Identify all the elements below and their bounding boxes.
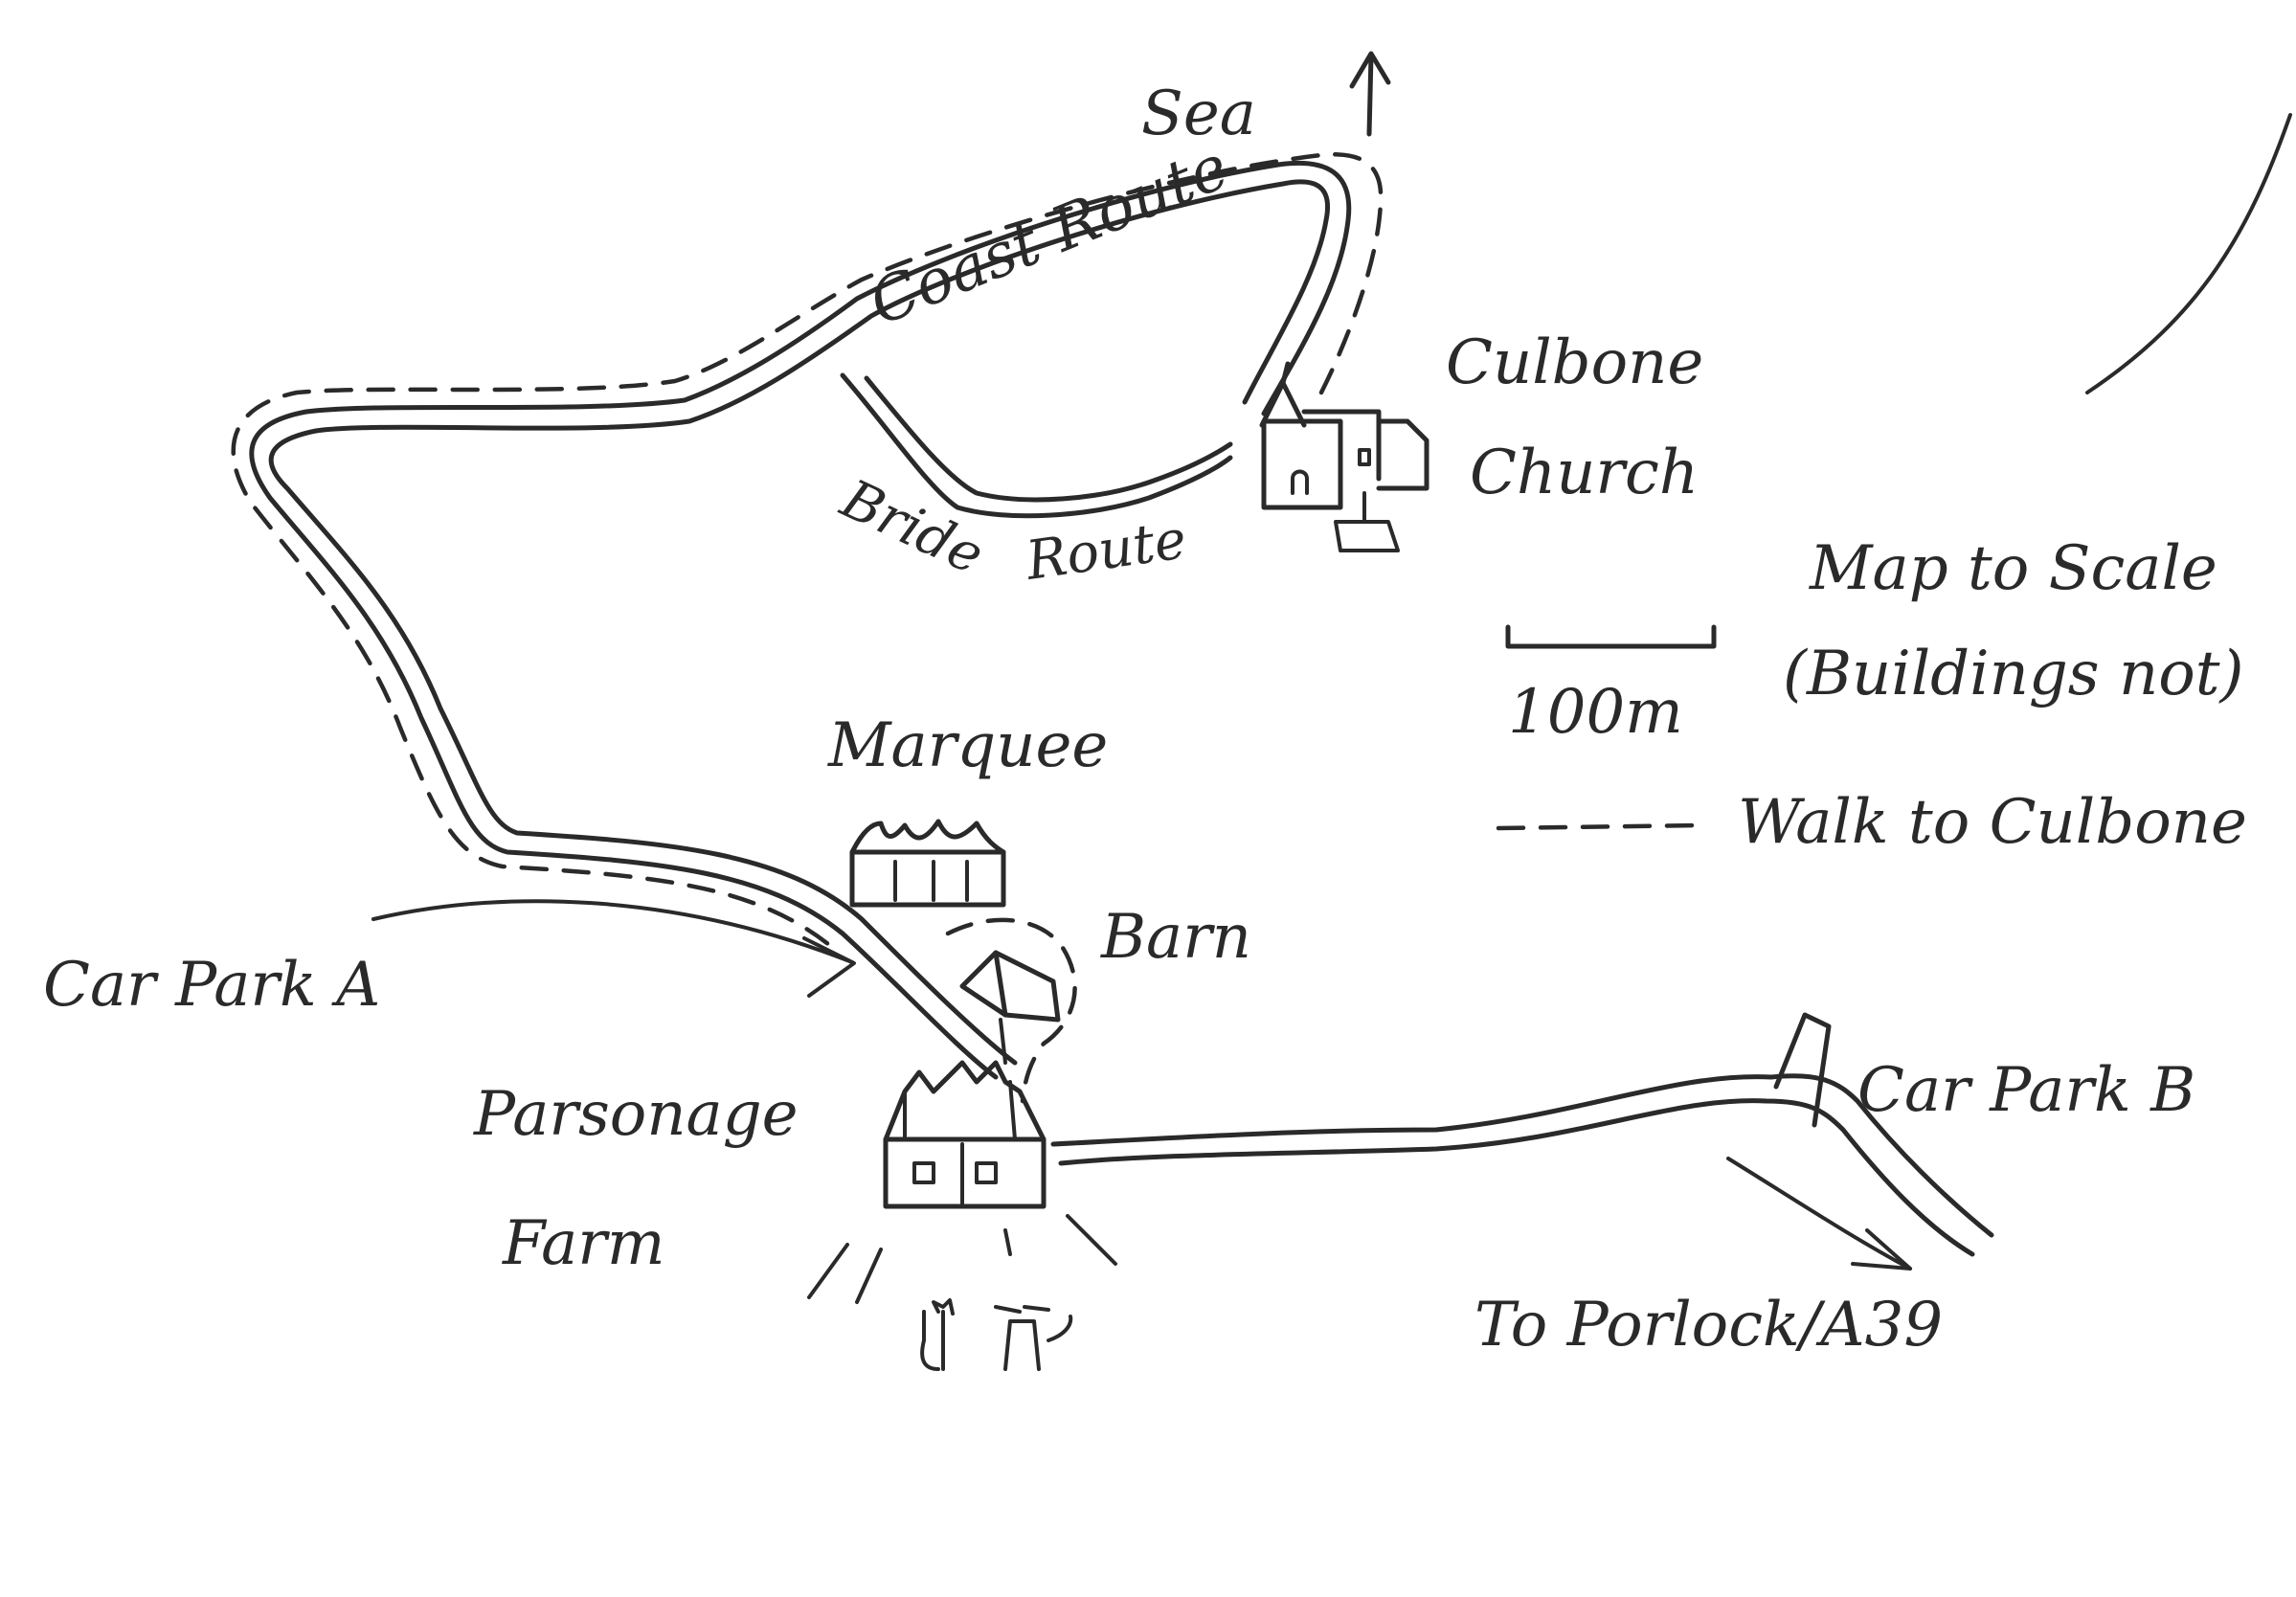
culbone-label: Culbone [1446, 327, 1703, 398]
farm-label: Farm [502, 1208, 665, 1279]
scale-bar-label: 100m [1508, 677, 1683, 748]
barn-label: Barn [1100, 902, 1251, 973]
page-edge-curve [2085, 113, 2292, 394]
church-icon [1259, 361, 1429, 552]
bridle-route [840, 372, 1233, 519]
sea-label: Sea [1141, 79, 1256, 149]
parsonage-label: Parsonage [473, 1079, 799, 1150]
coast-route-label: Coast Route [860, 132, 1238, 340]
coast-road [249, 160, 1352, 1080]
barn-lane [999, 1018, 1007, 1065]
bridle-label-2: Route [1022, 508, 1190, 593]
walk-to-culbone-label: Walk to Culbone [1738, 787, 2247, 858]
north-arrow-icon [1349, 51, 1391, 137]
marquee-icon [849, 819, 1006, 908]
church-label: Church [1470, 438, 1699, 508]
car-park-b-label: Car Park B [1857, 1055, 2195, 1126]
map-to-scale-label: Map to Scale [1809, 533, 2217, 604]
farmhouse-icon [883, 1060, 1047, 1209]
farm-yard-lines [807, 1214, 1117, 1304]
marquee-label: Marquee [827, 710, 1108, 781]
legend-dashed-line [1496, 822, 1702, 831]
car-park-a-label: Car Park A [43, 950, 380, 1021]
cats-doodle-icon [920, 1298, 1073, 1371]
to-porlock-arrow-icon [1726, 1157, 1912, 1271]
scale-bar [1505, 624, 1717, 649]
car-park-b-spur [1773, 1012, 1832, 1128]
barn-icon [959, 950, 1061, 1023]
car-park-a-arrow-icon [371, 899, 856, 998]
walk-route-dashed [231, 152, 1384, 951]
walk-route-dashed-barn [945, 917, 1077, 1104]
buildings-not-label: (Buildings not) [1783, 639, 2243, 709]
road-to-car-park-b [1050, 1073, 1994, 1257]
to-porlock-label: To Porlock/A39 [1474, 1290, 1943, 1361]
